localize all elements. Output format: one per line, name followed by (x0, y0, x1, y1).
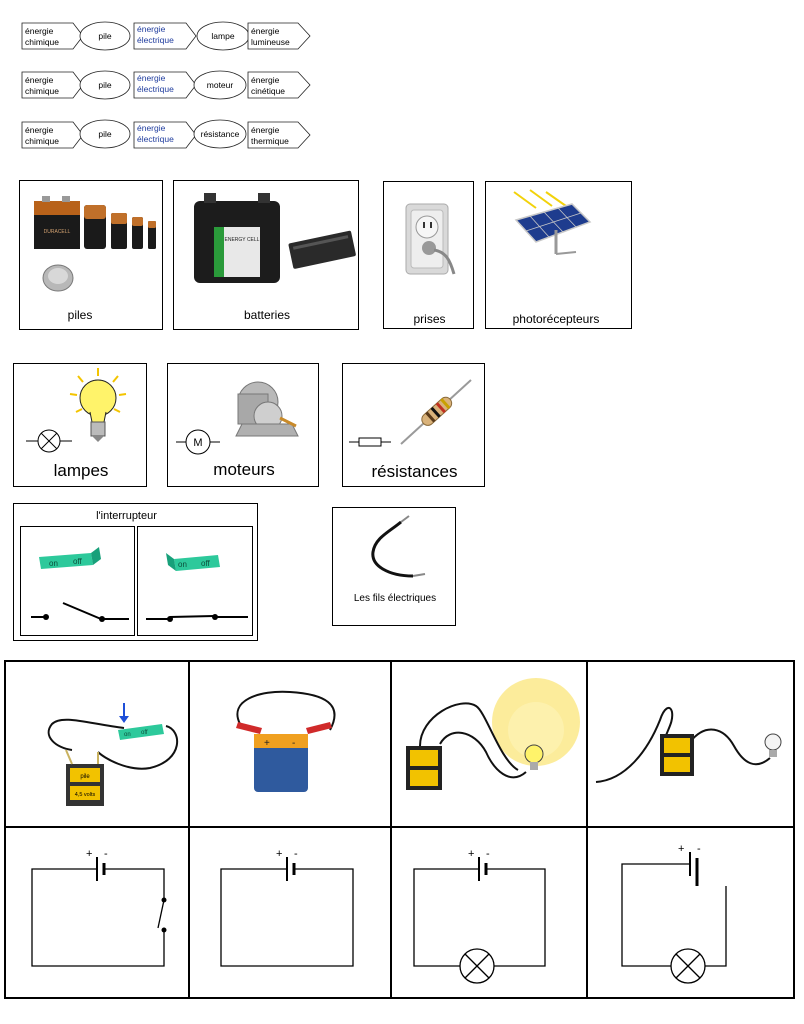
fils-label: Les fils électriques (353, 593, 437, 604)
wire-icon (371, 515, 426, 578)
card-piles: DURACELL piles (19, 180, 163, 330)
schematic4-minus: - (697, 843, 701, 855)
flow1-output-arrow (247, 22, 311, 50)
lamp-icon (26, 368, 127, 453)
flow2-converter1: pile (98, 80, 112, 90)
card-photorecepteurs: photorécepteurs (485, 181, 632, 329)
switch-open-icon: on off (31, 547, 129, 622)
flow2-converter2-ellipse (193, 70, 247, 100)
schematic3-plus: + (468, 848, 474, 860)
solar-panel-icon (513, 189, 592, 255)
flow1-converter1-ellipse (79, 21, 131, 51)
switch-closed-on-text: on (178, 560, 187, 569)
motor-icon: M (176, 381, 299, 455)
flow2-source-arrow (21, 71, 84, 99)
flow2-converter1-ellipse (79, 70, 131, 100)
flow3-converter1: pile (98, 129, 112, 139)
lampes-label: lampes (53, 461, 109, 480)
schematic1-plus: + (86, 848, 92, 860)
circuit1-on-text: on (124, 732, 131, 738)
photorecepteurs-label: photorécepteurs (512, 312, 600, 326)
energy-cell-brand: ENERGY CELL (225, 237, 260, 243)
schematic4-plus: + (678, 843, 684, 855)
moteurs-label: moteurs (213, 460, 275, 479)
switch-closed-off-text: off (201, 559, 211, 568)
flow1-converter2: lampe (211, 31, 235, 41)
energy-flow-shapes (21, 21, 311, 149)
resistor-icon (349, 379, 472, 447)
card-prises: prises (383, 181, 474, 329)
flow3-converter2: résistance (200, 129, 240, 139)
card-interrupteur: l'interrupteur on off on off (13, 503, 258, 641)
flow2-mid-arrow (133, 71, 197, 99)
flow3-converter2-ellipse (193, 119, 247, 149)
flow1-mid-arrow (133, 22, 197, 50)
flow2-output-arrow (247, 71, 311, 99)
switch-closed-icon: on off (146, 553, 248, 622)
flow2-converter2: moteur (206, 80, 234, 90)
card-lampes: lampes (13, 363, 147, 487)
piles-label: piles (67, 308, 93, 322)
circuit2-minus: - (292, 738, 295, 749)
flow1-source-arrow (21, 22, 84, 50)
switch-open-off-text: off (73, 557, 83, 566)
card-resistances: résistances (342, 363, 485, 487)
resistances-label: résistances (371, 462, 458, 481)
flow3-converter1-ellipse (79, 119, 131, 149)
wall-outlet-icon (405, 203, 456, 275)
batteries-cells-icon: DURACELL (34, 196, 156, 292)
duracell-brand: DURACELL (44, 229, 71, 235)
prises-label: prises (413, 312, 446, 326)
batteries-label: batteries (243, 308, 291, 322)
flow3-source-arrow (21, 121, 84, 149)
schematic2-plus: + (276, 848, 282, 860)
card-moteurs: M moteurs (167, 363, 319, 487)
battery-pack-icon: ENERGY CELL (194, 193, 356, 283)
flow3-output-arrow (247, 121, 311, 149)
switch-open-on-text: on (49, 559, 58, 568)
circuit1-battery-label: pile (80, 774, 90, 780)
schematic3-minus: - (486, 848, 490, 860)
switch-open-panel: on off (20, 526, 135, 636)
schematic1-minus: - (104, 848, 108, 860)
circuit2-plus: + (264, 738, 270, 749)
switch-closed-panel: on off (137, 526, 253, 636)
card-batteries: ENERGY CELL batteries (173, 180, 359, 330)
motor-symbol: M (193, 437, 202, 449)
circuit1-battery-voltage: 4,5 volts (75, 792, 96, 798)
flow1-converter1: pile (98, 31, 112, 41)
schematic2-minus: - (294, 848, 298, 860)
circuit1-off-text: off (141, 730, 148, 736)
card-fils: Les fils électriques (332, 507, 456, 626)
flow3-mid-arrow (133, 121, 197, 149)
interrupteur-title: l'interrupteur (96, 510, 157, 522)
